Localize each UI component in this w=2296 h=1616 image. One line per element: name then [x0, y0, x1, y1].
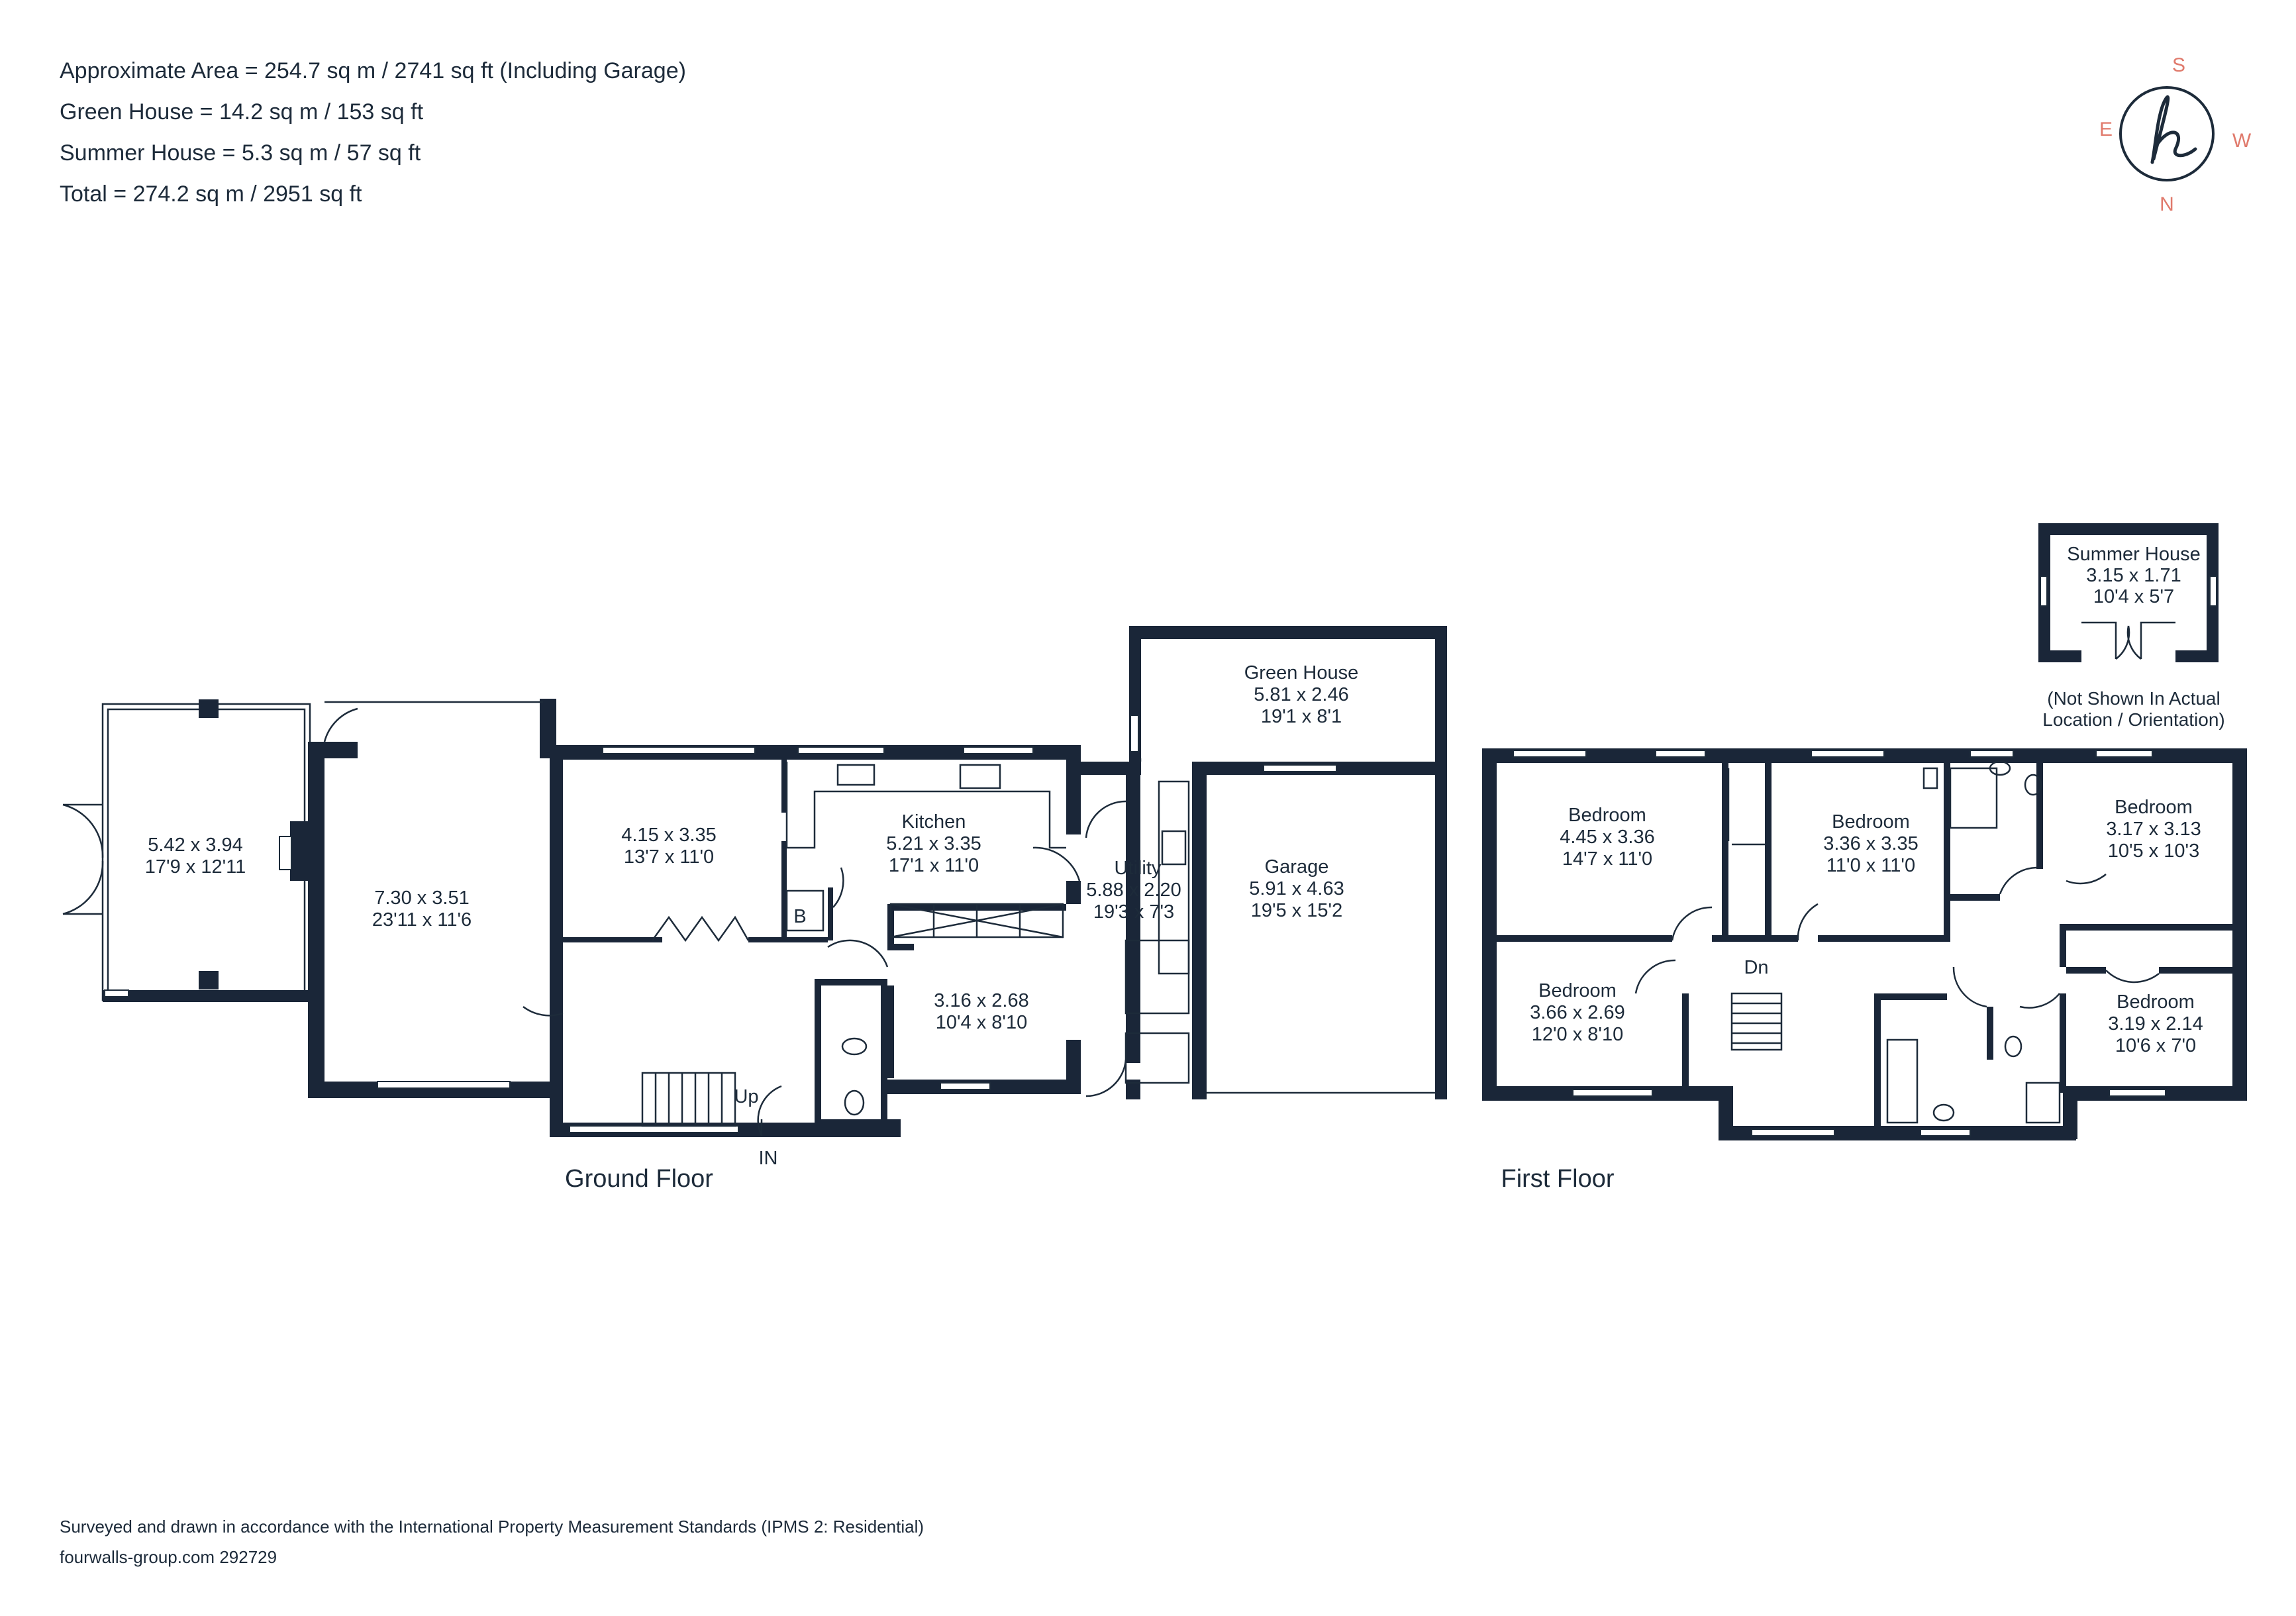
- compass-east-label: E: [2099, 119, 2113, 140]
- utility-name: Utility: [1115, 858, 1162, 879]
- utility-metric: 5.88 x 2.20: [1086, 880, 1181, 901]
- area-summary: Approximate Area = 254.7 sq m / 2741 sq …: [60, 50, 686, 215]
- green-house-imperial: 19'1 x 8'1: [1261, 706, 1342, 727]
- reference-text: fourwalls-group.com 292729: [60, 1547, 277, 1567]
- bedroom5-metric: 3.19 x 2.14: [2108, 1013, 2203, 1035]
- bedroom2-name: Bedroom: [1832, 811, 1910, 833]
- bedroom3-name: Bedroom: [2115, 797, 2193, 818]
- garage: [1192, 772, 1447, 1099]
- summer-house: [2038, 523, 2219, 662]
- summer-house-imperial: 10'4 x 5'7: [2093, 586, 2174, 607]
- compass-north-label: N: [2160, 193, 2174, 215]
- logo-h-icon: [2150, 95, 2197, 164]
- first-stairs-label: Dn: [1744, 957, 1768, 978]
- green-house-name: Green House: [1244, 662, 1359, 683]
- bedroom5-imperial: 10'6 x 7'0: [2115, 1035, 2196, 1056]
- compass-west-label: W: [2232, 130, 2252, 152]
- ipms-statement: Surveyed and drawn in accordance with th…: [60, 1517, 924, 1537]
- bedroom1-name: Bedroom: [1568, 805, 1646, 826]
- dining-metric: 4.15 x 3.35: [621, 825, 717, 846]
- bedroom2-metric: 3.36 x 3.35: [1823, 833, 1919, 854]
- ground-floor-plan: [62, 626, 1447, 1137]
- utility-imperial: 19'3 x 7'3: [1093, 901, 1174, 923]
- bedroom4-name: Bedroom: [1538, 980, 1617, 1001]
- bedroom5-name: Bedroom: [2117, 991, 2195, 1013]
- garage-imperial: 19'5 x 15'2: [1251, 900, 1342, 921]
- ground-floor-label: Ground Floor: [565, 1165, 713, 1193]
- living-imperial: 23'11 x 11'6: [372, 909, 472, 931]
- garage-metric: 5.91 x 4.63: [1249, 878, 1344, 899]
- bedroom3-imperial: 10'5 x 10'3: [2108, 840, 2199, 862]
- room-labels: 5.42 x 3.94 17'9 x 12'11 7.30 x 3.51 23'…: [145, 544, 2225, 1193]
- utility-room: [1081, 762, 1190, 1099]
- summer-house-name: Summer House: [2067, 544, 2200, 565]
- entrance-label: IN: [759, 1148, 778, 1169]
- footer: Surveyed and drawn in accordance with th…: [60, 1511, 924, 1572]
- green-house-metric: 5.81 x 2.46: [1254, 684, 1349, 705]
- green-house: [1129, 626, 1447, 775]
- living-room: [308, 699, 563, 1098]
- dining-imperial: 13'7 x 11'0: [624, 846, 714, 868]
- first-floor-label: First Floor: [1501, 1165, 1615, 1193]
- summer-house-area-text: Summer House = 5.3 sq m / 57 sq ft: [60, 140, 421, 166]
- kitchen-name: Kitchen: [902, 811, 966, 833]
- kitchen-imperial: 17'1 x 11'0: [889, 855, 979, 876]
- cupboard-label: B: [793, 906, 806, 927]
- summer-house-note-line1: (Not Shown In Actual: [2047, 688, 2220, 709]
- compass-south-label: S: [2172, 54, 2185, 76]
- first-floor-plan: [1482, 748, 2247, 1140]
- bedroom3-metric: 3.17 x 3.13: [2106, 819, 2201, 840]
- bedroom2-imperial: 11'0 x 11'0: [1826, 855, 1915, 876]
- bedroom4-imperial: 12'0 x 8'10: [1532, 1024, 1623, 1045]
- bedroom4-metric: 3.66 x 2.69: [1530, 1002, 1625, 1023]
- summer-house-metric: 3.15 x 1.71: [2086, 565, 2181, 586]
- bedroom1-imperial: 14'7 x 11'0: [1562, 848, 1652, 870]
- compass-icon: S E W N: [2099, 54, 2252, 215]
- study-metric: 3.16 x 2.68: [934, 990, 1029, 1011]
- total-area-text: Total = 274.2 sq m / 2951 sq ft: [60, 181, 362, 207]
- green-house-area-text: Green House = 14.2 sq m / 153 sq ft: [60, 99, 424, 125]
- main-house-walls: [523, 745, 1081, 1137]
- study-imperial: 10'4 x 8'10: [936, 1012, 1027, 1033]
- ground-stairs-label: Up: [734, 1086, 758, 1107]
- bedroom1-metric: 4.45 x 3.36: [1560, 827, 1655, 848]
- approximate-area-text: Approximate Area = 254.7 sq m / 2741 sq …: [60, 58, 686, 83]
- garage-name: Garage: [1265, 856, 1329, 878]
- conservatory-imperial: 17'9 x 12'11: [145, 856, 246, 878]
- summer-house-note-line2: Location / Orientation): [2042, 709, 2225, 730]
- kitchen-metric: 5.21 x 3.35: [886, 833, 981, 854]
- living-metric: 7.30 x 3.51: [374, 887, 470, 909]
- conservatory-metric: 5.42 x 3.94: [148, 834, 243, 856]
